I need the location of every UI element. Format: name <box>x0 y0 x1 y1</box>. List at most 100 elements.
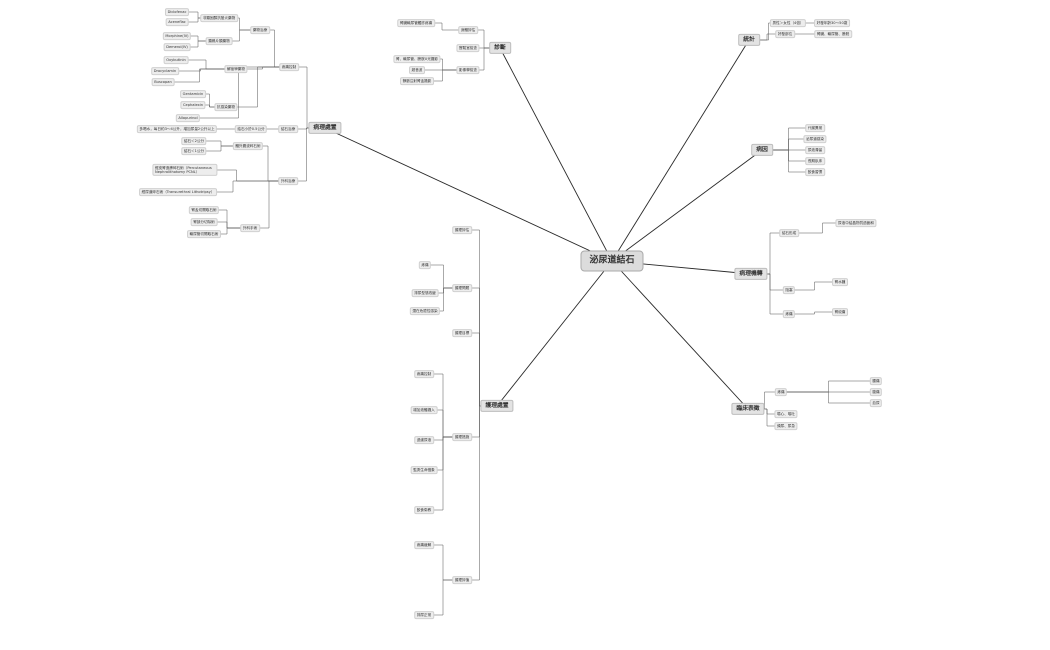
node-nursing-evaluation[interactable]: 護理評值 <box>452 576 472 584</box>
main-branch-connector <box>611 149 763 262</box>
node-ultrasound[interactable]: 超音波 <box>409 66 425 74</box>
sub-branch-connector <box>250 180 288 229</box>
node-ivp[interactable]: 靜脈注射腎盂攝影 <box>400 77 434 85</box>
node-nausea[interactable]: 噁心、嘔吐 <box>774 410 798 418</box>
node-intervention-vitals[interactable]: 監測生命徵象 <box>410 466 438 474</box>
main-branch-connector <box>611 260 749 410</box>
node-abdominal-pain[interactable]: 腹痛 <box>869 388 883 396</box>
root-topic[interactable]: 泌尿道結石 <box>580 250 644 272</box>
node-lab-test[interactable]: 實驗室檢查 <box>456 44 480 52</box>
node-flank-pain[interactable]: 腰痛 <box>869 377 883 385</box>
node-pcnl[interactable]: 經皮腎造廔碎石術（Percutaneous Nephrolithotomy PC… <box>152 163 218 177</box>
node-nursing-intervention[interactable]: 護理措施 <box>452 433 472 441</box>
node-physical-assessment[interactable]: 身體評估 <box>458 26 478 34</box>
node-metabolic[interactable]: 代謝異常 <box>805 124 825 132</box>
sub-branch-connector <box>751 273 789 315</box>
sub-branch-connector <box>789 311 840 315</box>
node-pain-path[interactable]: 疼痛 <box>782 310 796 318</box>
node-cephalexin[interactable]: Cephalexin <box>180 101 206 109</box>
node-nursing-problem[interactable]: 護理問題 <box>452 284 472 292</box>
node-diet-habit[interactable]: 飲食習慣 <box>805 168 825 176</box>
node-drocyclamin[interactable]: Drocyclamin <box>151 67 179 75</box>
branch-pathophysiology[interactable]: 病理機轉 <box>734 267 768 281</box>
node-problem-urination[interactable]: 排尿型態改變 <box>411 289 439 297</box>
node-drug-therapy[interactable]: 藥物治療 <box>250 26 270 34</box>
node-intervention-diet[interactable]: 飲食衛教 <box>414 506 434 514</box>
node-hydronephrosis[interactable]: 腎水腫 <box>832 278 848 286</box>
sub-branch-connector <box>462 332 497 407</box>
node-antispasmodic[interactable]: 解痙攣藥物 <box>224 65 248 73</box>
node-kub[interactable]: 腎、輸尿管、膀胱X光攝影 <box>393 55 441 63</box>
branch-nursing-care[interactable]: 護理處置 <box>480 399 514 413</box>
node-hematuria[interactable]: 血尿 <box>869 399 883 407</box>
node-intervention-filter[interactable]: 過濾尿液 <box>414 436 434 444</box>
node-aceneflac[interactable]: Aceneflac <box>165 18 189 26</box>
node-evaluation-pain[interactable]: 疼痛緩解 <box>414 541 434 549</box>
node-ureterolithotomy[interactable]: 輸尿管切開取石術 <box>187 230 221 238</box>
node-surgical-treatment[interactable]: 外科治療 <box>278 177 298 185</box>
node-anti-infective[interactable]: 抗感染藥物 <box>214 103 238 111</box>
node-stone-formation[interactable]: 結石形成 <box>779 229 799 237</box>
node-pyelolithotomy[interactable]: 腎盂切開取石術 <box>188 206 220 214</box>
node-partial-nephrectomy[interactable]: 腎部分切除術 <box>190 218 218 226</box>
sub-branch-connector <box>188 66 289 119</box>
node-nsaid[interactable]: 非類固醇抗發炎藥物 <box>200 14 238 22</box>
node-site-list[interactable]: 腎臟、輸尿管、膀胱 <box>814 30 852 38</box>
sub-branch-connector <box>288 127 325 182</box>
main-branch-connector <box>499 47 613 262</box>
node-uti[interactable]: 泌尿道感染 <box>803 135 827 143</box>
node-obstruction[interactable]: 阻塞 <box>782 286 796 294</box>
main-branch-connector <box>324 127 613 262</box>
node-open-surgery[interactable]: 外科手術 <box>240 224 260 232</box>
node-stone-treatment[interactable]: 結石治療 <box>278 125 298 133</box>
node-diclofenac[interactable]: Diclofenac <box>164 8 190 16</box>
sub-branch-connector <box>289 66 325 129</box>
node-onset-age[interactable]: 好發年齡30～50歲 <box>814 19 850 27</box>
node-eswl[interactable]: 體外震波碎石術 <box>232 142 264 150</box>
node-drink-water[interactable]: 多喝水，每日約3～4公升，增加尿量2公升以上 <box>136 125 218 133</box>
node-bed-rest[interactable]: 長期臥床 <box>805 157 825 165</box>
node-supersaturation[interactable]: 尿液中結晶物質過飽和 <box>835 219 877 227</box>
node-imaging[interactable]: 影像學檢查 <box>456 66 480 74</box>
node-opioid[interactable]: 類鴉片類藥物 <box>205 37 233 45</box>
node-clinical-pain[interactable]: 疼痛 <box>774 388 788 396</box>
node-gender-ratio[interactable]: 男性＞女性（4倍） <box>769 19 807 27</box>
node-eswl-lt-2cm[interactable]: 結石＜2公分 <box>181 137 207 145</box>
node-frequency[interactable]: 頻尿、尿急 <box>774 422 798 430</box>
node-morphine[interactable]: Morphine(IV) <box>162 32 192 40</box>
node-kidney-tenderness[interactable]: 腎臟輸尿管觸診疼痛 <box>397 19 435 27</box>
node-nursing-goal[interactable]: 護理目標 <box>452 329 472 337</box>
branch-diagnosis[interactable]: 診斷 <box>489 41 511 55</box>
branch-clinical-signs[interactable]: 臨床表徵 <box>731 402 765 416</box>
sub-branch-connector <box>248 145 288 182</box>
branch-pathology-management[interactable]: 病理處置 <box>308 121 342 135</box>
main-branch-connector <box>496 260 613 407</box>
sub-branch-connector <box>424 544 462 581</box>
node-pain-control[interactable]: 疼痛控制 <box>279 63 299 71</box>
node-demerol[interactable]: Demerol(IV) <box>163 43 191 51</box>
node-common-site[interactable]: 好發部位 <box>775 30 795 38</box>
sub-branch-connector <box>163 68 236 83</box>
node-stone-lt-0-5cm[interactable]: 結石小於0.5公分 <box>234 125 268 133</box>
node-oxybutinin[interactable]: Oxybutinin <box>163 56 189 64</box>
node-buscopan[interactable]: Buscopan <box>151 78 175 86</box>
branch-statistics[interactable]: 統計 <box>738 33 760 47</box>
node-eswl-lt-1cm[interactable]: 結石＜1公分 <box>181 147 207 155</box>
node-problem-pain[interactable]: 疼痛 <box>418 261 432 269</box>
node-gentamicin[interactable]: Gentamicin <box>180 90 206 98</box>
node-urine-retention[interactable]: 尿液滯留 <box>805 146 825 154</box>
node-intervention-fluid[interactable]: 增加液體攝入 <box>410 406 438 414</box>
node-nursing-assessment[interactable]: 護理評估 <box>452 226 472 234</box>
branch-etiology[interactable]: 病因 <box>751 143 773 157</box>
node-intervention-pain[interactable]: 疼痛控制 <box>414 370 434 378</box>
node-tul[interactable]: 經尿道碎石術（Transurethral Lithotripsy） <box>139 188 217 196</box>
sub-branch-connector <box>781 380 876 393</box>
sub-branch-connector <box>462 405 497 581</box>
main-branch-connector <box>611 39 750 262</box>
node-problem-infection[interactable]: 潛在危險性感染 <box>409 307 441 315</box>
node-allopurinol[interactable]: Allopurinol <box>175 114 201 122</box>
node-evaluation-urination[interactable]: 排尿正常 <box>414 611 434 619</box>
node-renal-colic[interactable]: 腎絞痛 <box>832 308 848 316</box>
sub-branch-connector <box>260 29 289 68</box>
